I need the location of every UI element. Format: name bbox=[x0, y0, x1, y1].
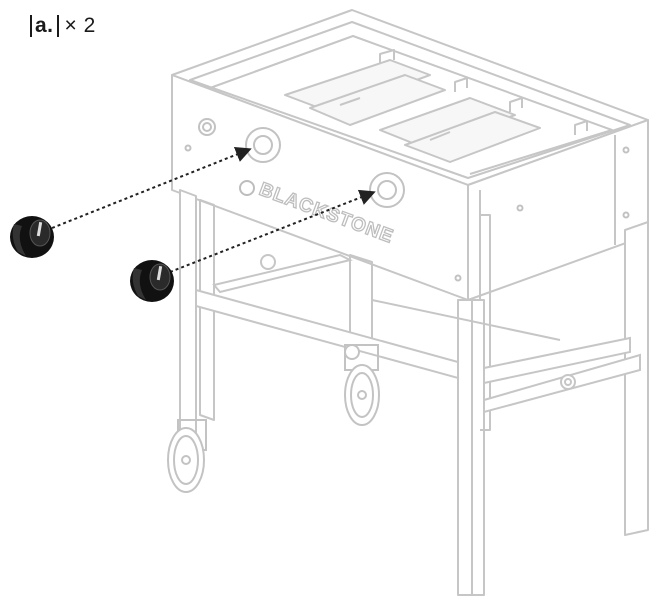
front-left-leg bbox=[179, 189, 197, 441]
caster-wheel-left bbox=[167, 419, 207, 493]
top-frame bbox=[171, 9, 649, 301]
part-quantity: × 2 bbox=[64, 14, 96, 37]
part-letter: a. bbox=[30, 15, 59, 37]
rear-right-leg bbox=[624, 221, 649, 536]
legs bbox=[179, 189, 649, 596]
control-knob-1 bbox=[10, 216, 54, 258]
control-knob-2 bbox=[130, 260, 174, 302]
arrow-right-knob bbox=[169, 189, 376, 273]
caster-wheel-middle bbox=[344, 344, 380, 426]
arrow-left-knob bbox=[51, 147, 252, 229]
cross-bars bbox=[195, 253, 641, 414]
part-callout: a. × 2 bbox=[30, 14, 96, 38]
knob-ports bbox=[184, 118, 630, 282]
assembly-arrows bbox=[51, 147, 376, 273]
